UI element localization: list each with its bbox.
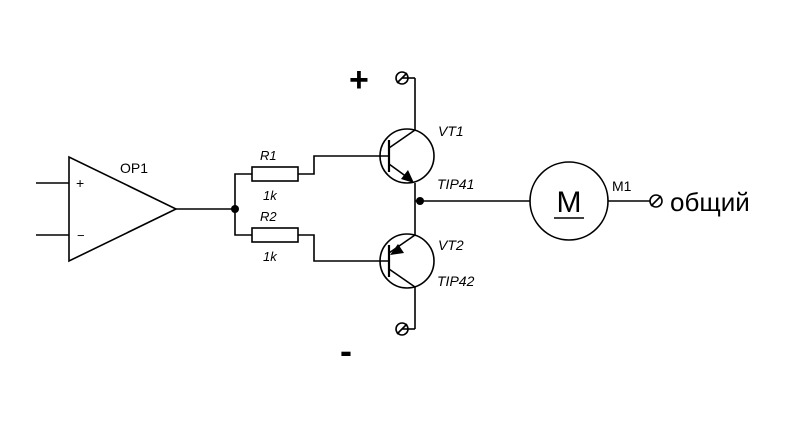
opamp-op1: + − OP1 [36,155,178,263]
transistor-vt2-circle [379,233,435,289]
transistor-vt2-emitter [388,234,416,254]
resistor-r2-body [251,227,299,243]
negative-terminal-slash [396,323,408,335]
transistor-vt1-label: VT1 [438,123,464,139]
transistor-vt1-model: TIP41 [437,176,474,192]
resistor-r1: R1 1k [251,148,299,203]
opamp-minus-sign: − [77,228,85,243]
common-terminal-slash [650,195,662,207]
motor-symbol: M [557,186,582,219]
resistor-r2-label: R2 [260,209,277,224]
transistor-vt2-label: VT2 [438,237,464,253]
resistor-r2: R2 1k [251,209,299,264]
motor-label: M1 [612,178,632,194]
positive-terminal [395,71,409,85]
transistor-vt2-model: TIP42 [437,273,475,289]
wire-r2-to-vt2-base [298,234,389,262]
opamp-plus-sign: + [76,175,84,191]
transistor-vt1-emitter-arrow [401,170,414,183]
negative-sign: - [340,330,352,371]
positive-sign: + [349,61,369,99]
resistor-r2-value: 1k [263,249,278,264]
opamp-triangle [68,155,178,263]
wire-to-r2 [234,209,252,236]
motor-m1: M M1 [529,161,632,241]
wire-r1-to-vt1-base [298,155,389,175]
wire-to-r1 [234,173,252,209]
opamp-label: OP1 [120,160,148,176]
resistor-r1-value: 1k [263,188,278,203]
common-label: общий [670,187,750,217]
transistor-vt2: VT2 TIP42 [379,233,475,289]
common-terminal [649,194,663,208]
positive-terminal-slash [396,72,408,84]
transistor-vt1-circle [379,128,435,184]
transistor-vt1-collector [388,129,416,149]
resistor-r1-label: R1 [260,148,277,163]
transistor-vt2-emitter-arrow [390,244,404,255]
negative-terminal [395,322,409,336]
transistor-vt2-collector [388,268,416,288]
resistor-r1-body [251,166,299,182]
transistor-vt1: VT1 TIP41 [379,123,474,192]
